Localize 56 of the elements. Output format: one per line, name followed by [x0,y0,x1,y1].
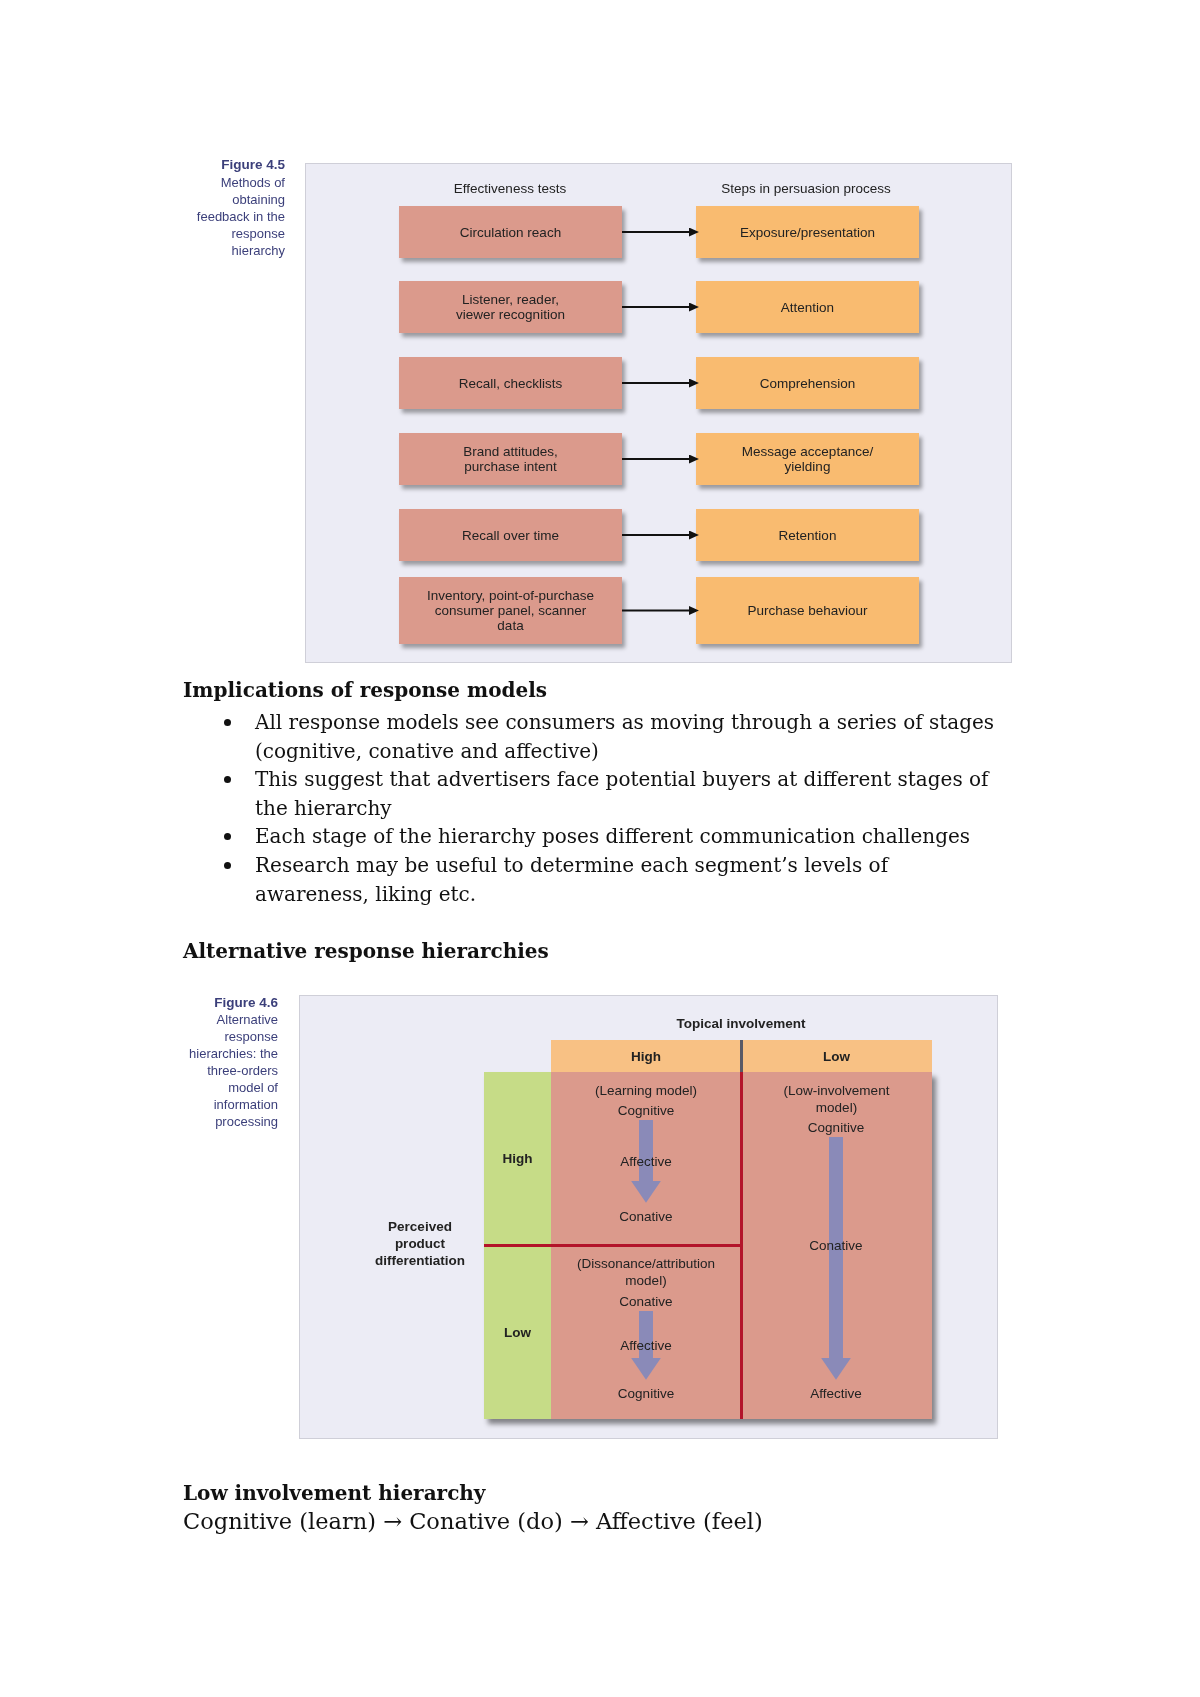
section-heading: Implications of response models [183,678,549,702]
arrow [622,606,699,615]
matrix-cell [741,1072,932,1419]
persuasion-step-box: Message acceptance/ yielding [696,433,919,485]
bullet-point-text: This suggest that advertisers face potential buyers at different stages of the hierarchy [255,766,991,822]
arrow [622,530,699,540]
stage-label: Cognitive [596,1100,696,1120]
effectiveness-test-box: Brand attitudes, purchase intent [399,433,622,485]
row-header: Low [484,1245,551,1419]
arrow [622,378,699,388]
stage-label: Affective [596,1335,696,1355]
section-heading: Alternative response hierarchies [183,939,550,963]
column-heading: Effectiveness tests [452,181,568,196]
stage-label: Conative [596,1291,696,1311]
effectiveness-test-box: Inventory, point-of-purchase consumer panel, scanner data [399,577,622,644]
section-heading: Low involvement hierarchy [183,1481,487,1505]
persuasion-step-box: Attention [696,281,919,333]
bullet-point-text: Research may be useful to determine each segment’s levels of awareness, liking etc. [255,851,891,908]
stage-label: Conative [596,1192,696,1226]
effectiveness-test-box: Recall, checklists [399,357,622,409]
model-name: (Low-involvement model) [782,1082,891,1116]
axis-title: Perceived product differentiation [374,1218,466,1269]
persuasion-step-box: Exposure/presentation [696,206,919,258]
matrix-cell [551,1245,741,1419]
stage-label: Conative [786,1235,886,1255]
effectiveness-test-box: Listener, reader, viewer recognition [399,281,622,333]
arrow [622,302,699,312]
persuasion-step-box: Comprehension [696,357,919,409]
stage-label: Cognitive [596,1369,696,1403]
figure-caption: Alternative response hierarchies: the three-orders model of information processing [188,1011,278,1130]
column-header: High [551,1040,741,1072]
bullet-point-text: All response models see consumers as moving through a series of stages (cognitive, conative and affective) [255,709,996,765]
flow-arrow [631,1120,661,1203]
figure-number: Figure 4.6 [213,994,278,1011]
row-header: High [484,1072,551,1245]
stage-label: Cognitive [786,1117,886,1137]
figure-caption: Methods of obtaining feedback in the response hierarchy [195,174,285,259]
model-name: (Learning model) [593,1082,699,1099]
arrow [622,227,699,237]
effectiveness-test-box: Circulation reach [399,206,622,258]
arrow [622,454,699,464]
body-text: Cognitive (learn) → Conative (do) → Affective (feel) [183,1508,764,1534]
persuasion-step-box: Purchase behaviour [696,577,919,644]
flow-arrow [631,1311,661,1380]
stage-label: Affective [786,1369,886,1403]
stage-label: Affective [596,1151,696,1171]
matrix-cell [551,1072,741,1245]
model-name: (Dissonance/attribution model) [575,1255,717,1289]
axis-title: Topical involvement [675,1015,807,1032]
effectiveness-test-box: Recall over time [399,509,622,561]
column-heading: Steps in persuasion process [720,181,892,196]
figure-number: Figure 4.5 [220,156,285,173]
flow-arrow [821,1137,851,1380]
persuasion-step-box: Retention [696,509,919,561]
column-header: Low [741,1040,932,1072]
bullet-point-text: Each stage of the hierarchy poses different communication challenges [255,823,972,851]
